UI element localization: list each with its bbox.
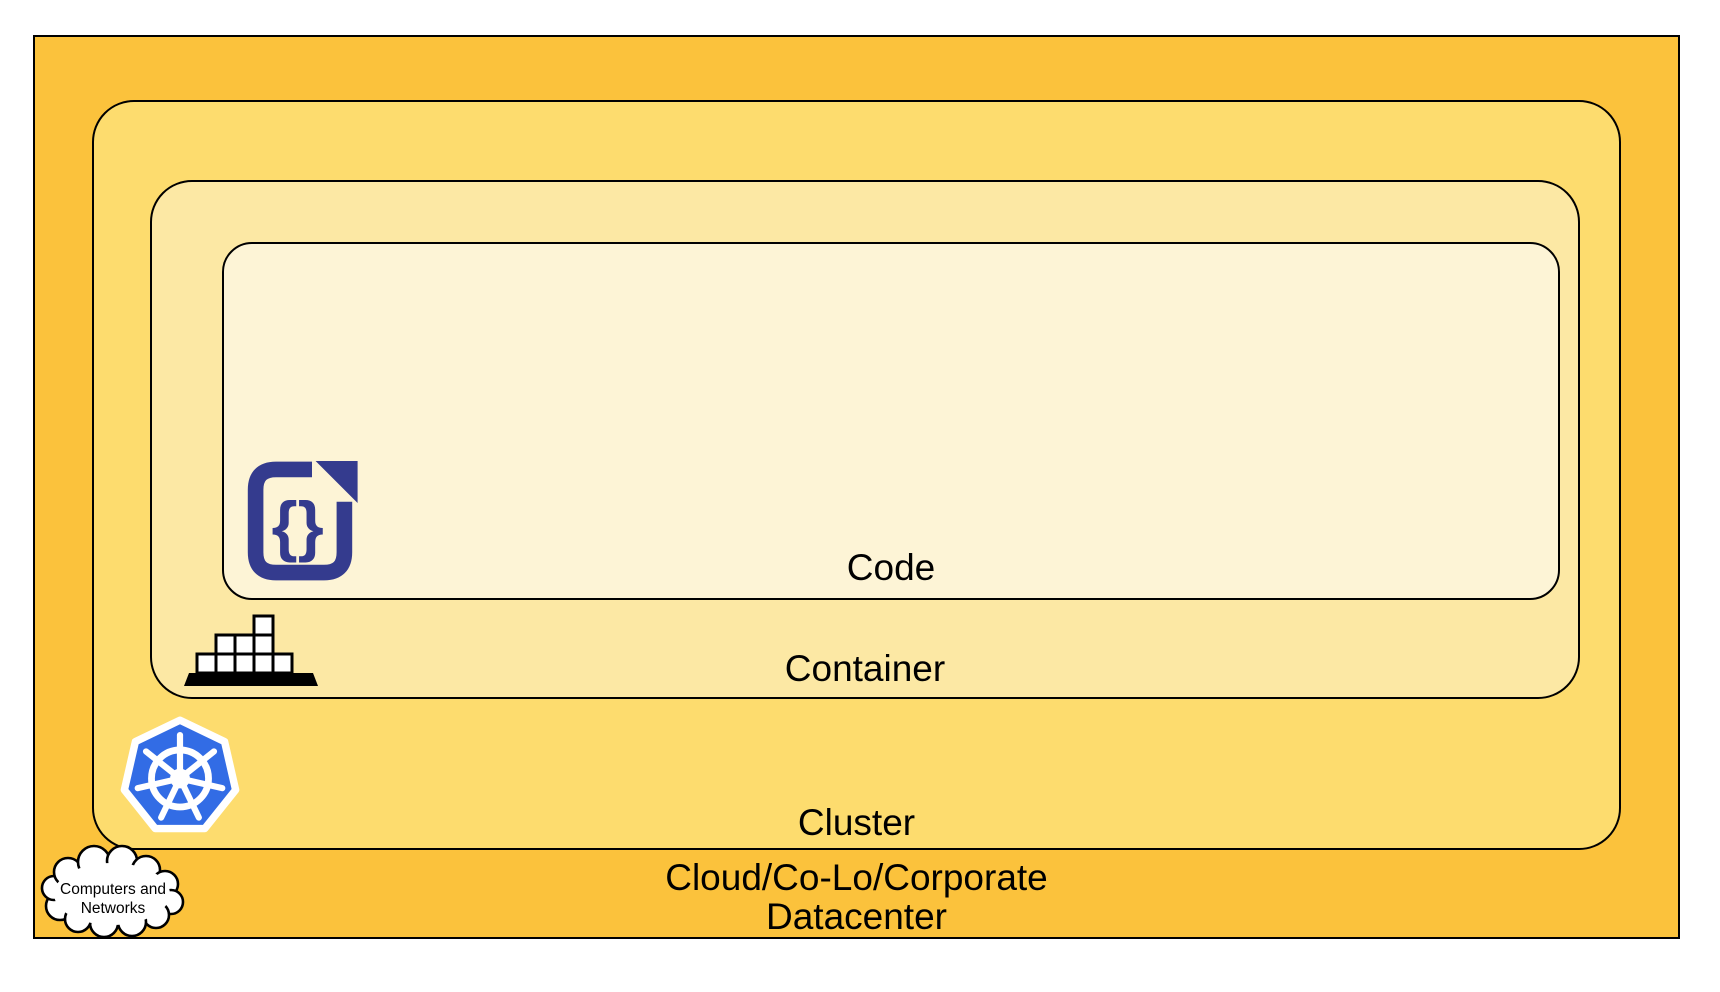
container-blocks-icon [184,610,318,686]
layer-container: {} Code [150,180,1580,699]
code-file-braces-icon: {} [240,458,360,584]
cloud-text-line2: Networks [81,900,146,917]
cloud-text-line1: Computers and [60,881,166,898]
kubernetes-helm-icon [118,714,242,838]
layer-datacenter: {} Code [33,35,1680,939]
svg-text:{}: {} [271,489,323,564]
label-cluster: Cluster [797,802,916,844]
label-datacenter-line2: Datacenter [766,896,947,937]
label-code: Code [846,547,936,589]
label-datacenter: Cloud/Co-Lo/Corporate Datacenter [35,858,1678,936]
cloud-computers-networks-icon: Computers and Networks [38,844,190,939]
layer-cluster: {} Code [92,100,1621,850]
label-datacenter-line1: Cloud/Co-Lo/Corporate [665,857,1048,898]
label-container: Container [784,648,946,690]
layer-code: {} Code [222,242,1560,600]
